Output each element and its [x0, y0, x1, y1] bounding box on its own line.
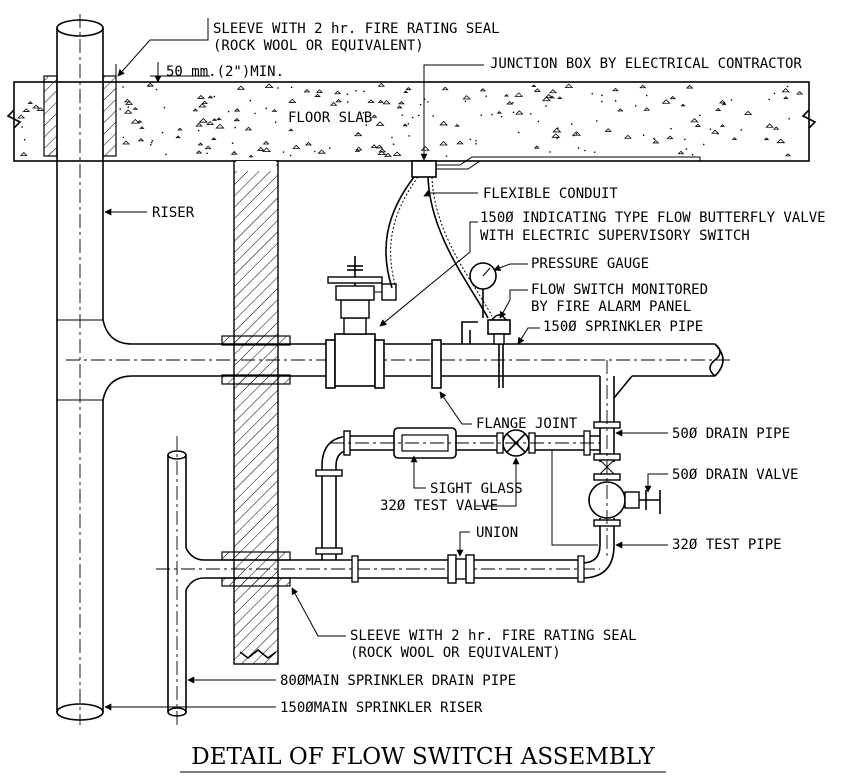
clearance-dimension	[115, 62, 210, 83]
test-pipe-32	[315, 427, 600, 560]
concrete-speckle	[17, 82, 804, 158]
sprinkler-pipe-150	[66, 333, 730, 399]
main-riser-pipe	[56, 14, 133, 725]
valve-label-1: 150Ø INDICATING TYPE FLOW BUTTERFLY VALV…	[480, 210, 826, 226]
flexible-conduit	[385, 176, 493, 319]
riser-label: RISER	[152, 205, 195, 221]
flow-switch-label-2: BY FIRE ALARM PANEL	[531, 299, 691, 315]
floor-slab-label: FLOOR SLAB	[288, 110, 372, 126]
drawing-title: DETAIL OF FLOW SWITCH ASSEMBLY	[191, 744, 655, 770]
sight-glass-label: SIGHT GLASS	[430, 481, 523, 497]
main-drain-pipe-80	[156, 436, 600, 728]
main-riser-label: 150ØMAIN SPRINKLER RISER	[280, 700, 483, 716]
drain-pipe-label: 50Ø DRAIN PIPE	[672, 426, 790, 442]
flexible-conduit-label: FLEXIBLE CONDUIT	[483, 186, 618, 202]
flow-switch	[487, 314, 511, 388]
sleeve-top-label-1: SLEEVE WITH 2 hr. FIRE RATING SEAL	[213, 21, 500, 37]
leader-lines	[104, 18, 668, 711]
min-clearance-label: 50 mm.(2")MIN.	[166, 64, 284, 80]
flow-switch-label-1: FLOW SWITCH MONITORED	[531, 282, 708, 298]
union-label: UNION	[476, 525, 518, 541]
flange-joint-label: FLANGE JOINT	[476, 416, 578, 432]
sleeve-bottom-label-1: SLEEVE WITH 2 hr. FIRE RATING SEAL	[350, 628, 637, 644]
pressure-gauge-label: PRESSURE GAUGE	[531, 256, 649, 272]
drain-valve-label: 50Ø DRAIN VALVE	[672, 467, 798, 483]
test-valve-label: 32Ø TEST VALVE	[380, 498, 498, 514]
junction-box-label: JUNCTION BOX BY ELECTRICAL CONTRACTOR	[490, 56, 802, 72]
valve-label-2: WITH ELECTRIC SUPERVISORY SWITCH	[480, 228, 750, 244]
wall-section	[233, 160, 279, 665]
junction-box	[411, 156, 701, 178]
test-pipe-label: 32Ø TEST PIPE	[672, 537, 782, 553]
floor-slab	[6, 75, 817, 162]
pressure-gauge	[461, 262, 497, 344]
butterfly-valve-operator	[327, 256, 397, 335]
sleeve-bottom-label-2: (ROCK WOOL OR EQUIVALENT)	[350, 645, 561, 661]
sleeve-top-label-2: (ROCK WOOL OR EQUIVALENT)	[213, 38, 424, 54]
sprinkler-pipe-label: 150Ø SPRINKLER PIPE	[543, 319, 703, 335]
drain-assembly	[581, 360, 661, 579]
main-drain-pipe-label: 80ØMAIN SPRINKLER DRAIN PIPE	[280, 673, 516, 689]
